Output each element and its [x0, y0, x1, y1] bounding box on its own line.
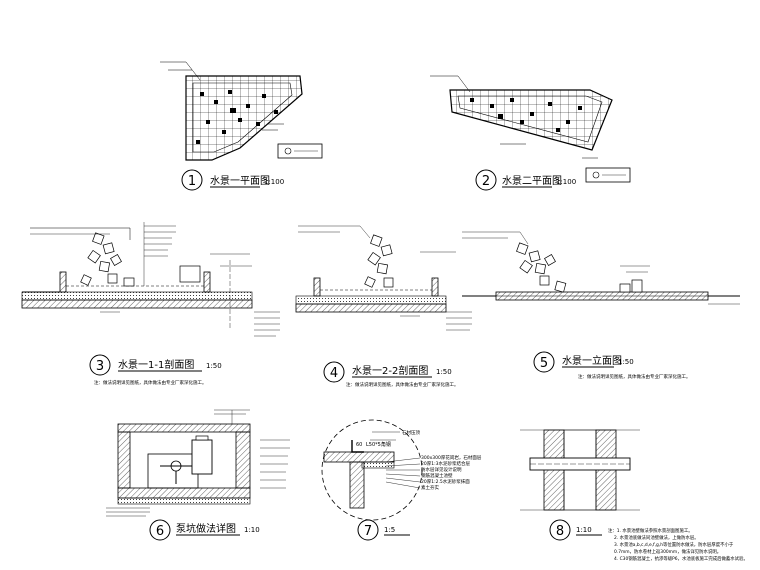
detail-6 [106, 409, 290, 517]
title-elevation-5-num: 5 [540, 356, 548, 371]
detail-7-label-7: 素土夯实 [421, 484, 439, 491]
title-plan-1-num: 1 [188, 174, 196, 189]
title-plan-1: 1 水景一平面图 1:100 [181, 169, 284, 191]
detail-7-label-3: 20厚1:3水泥砂浆结合层 [421, 460, 470, 467]
detail-7-label-5: 钢筋混凝土池壁 [421, 472, 453, 479]
detail-7-angle-label: L50*5角钢 [366, 441, 391, 448]
title-detail-7-num: 7 [364, 524, 372, 539]
title-plan-2-scale: 1:100 [556, 178, 576, 186]
title-elevation-5-text: 水景一立面图 [562, 354, 622, 367]
title-section-4-text: 水景一2-2剖面图 [352, 364, 428, 377]
title-detail-6-num: 6 [156, 524, 164, 539]
title-detail-8-num: 8 [556, 524, 564, 539]
general-note-4: 0.7mm，防水卷材上返300mm，做法详见防水说明。 [614, 548, 721, 555]
title-detail-7-scale: 1:5 [384, 526, 395, 534]
detail-7-label-6: 20厚1:2.5水泥砂浆抹面 [421, 478, 470, 485]
detail-7-label-4: 防水层详见设计说明 [421, 466, 462, 473]
detail-7-label-1: 石材压顶 [402, 429, 420, 436]
detail-7: 60 L50*5角钢 石材压顶 300x300厚花岗岩，石材面层 20厚1:3水… [321, 419, 482, 521]
detail-8 [520, 429, 640, 511]
section-4 [295, 225, 472, 331]
detail-7-dim: 60 [356, 442, 362, 448]
title-detail-6: 6 泵坑做法详图 1:10 [149, 519, 260, 541]
general-note-1: 注：1. 水景池壁做法参照水景剖面图施工。 [608, 527, 693, 534]
plan-2 [430, 75, 631, 183]
title-section-3-text: 水景一1-1剖面图 [118, 358, 194, 371]
note-elevation-5: 注：做法说明详见图纸，具体做法由专业厂家深化施工。 [578, 373, 691, 380]
general-notes: 注：1. 水景池壁做法参照水景剖面图施工。 2. 水景池底做法同池壁做法，上做防… [608, 527, 748, 562]
title-detail-6-scale: 1:10 [244, 526, 260, 534]
title-plan-2: 2 水景二平面图 1:100 [475, 169, 576, 191]
detail-7-label-2: 300x300厚花岗岩，石材面层 [421, 454, 482, 461]
general-note-5: 4. C30钢筋混凝土，抗渗等级P6，水池底板施工完成后做蓄水试验。 [614, 555, 748, 562]
title-section-4-num: 4 [330, 366, 338, 381]
title-plan-2-text: 水景二平面图 [502, 175, 562, 187]
title-plan-2-num: 2 [482, 174, 490, 189]
general-note-3: 3. 水景池a,b,c,d,e,f,g,h等位置防水做法，防水层厚度不小于 [614, 541, 734, 548]
title-section-3: 3 水景一1-1剖面图 1:50 注：做法说明详见图纸，具体做法由专业厂家深化施… [89, 354, 222, 386]
title-detail-8: 8 1:10 [549, 519, 602, 541]
title-elevation-5-scale: 1:50 [618, 358, 634, 366]
note-section-4: 注：做法说明详见图纸，具体做法由专业厂家深化施工。 [346, 381, 459, 388]
note-section-3: 注：做法说明详见图纸，具体做法由专业厂家深化施工。 [94, 379, 207, 386]
title-plan-1-scale: 1:100 [264, 178, 284, 186]
title-plan-1-text: 水景一平面图 [210, 175, 270, 187]
title-section-3-scale: 1:50 [206, 362, 222, 370]
title-section-3-num: 3 [96, 359, 104, 374]
section-3 [21, 222, 280, 337]
general-note-2: 2. 水景池底做法同池壁做法，上做防水层。 [614, 534, 699, 541]
title-detail-7: 7 1:5 [357, 519, 410, 541]
plan-1 [160, 61, 323, 161]
title-section-4: 4 水景一2-2剖面图 1:50 注：做法说明详见图纸，具体做法由专业厂家深化施… [323, 361, 459, 388]
title-section-4-scale: 1:50 [436, 368, 452, 376]
elevation-5 [462, 231, 740, 305]
title-detail-8-scale: 1:10 [576, 526, 592, 534]
title-detail-6-text: 泵坑做法详图 [176, 522, 236, 535]
title-elevation-5: 5 水景一立面图 1:50 注：做法说明详见图纸，具体做法由专业厂家深化施工。 [533, 351, 691, 380]
